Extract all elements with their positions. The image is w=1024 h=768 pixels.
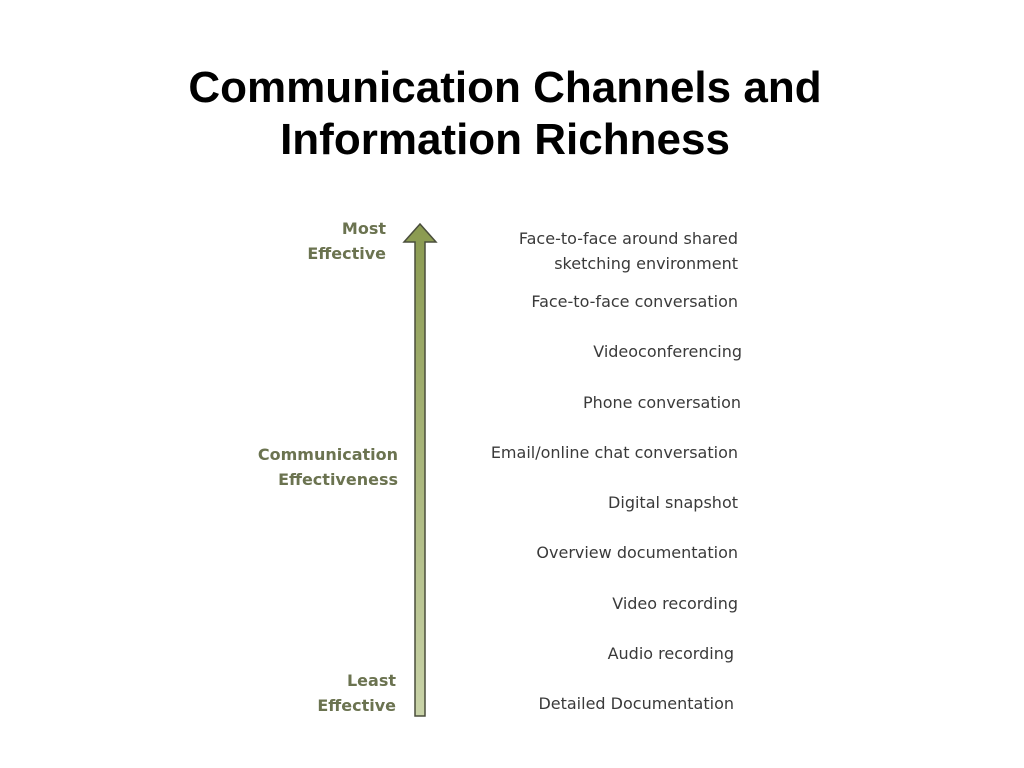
comm-effectiveness-line-2: Effectiveness <box>278 470 398 489</box>
channel-10: Detailed Documentation <box>538 694 734 713</box>
channel-4: Phone conversation <box>582 393 741 412</box>
channel-1-line-1: Face-to-face around shared <box>518 229 738 248</box>
channel-item: Video recording <box>612 591 738 616</box>
channel-item: Digital snapshot <box>608 490 738 515</box>
channel-5: Email/online chat conversation <box>490 443 738 462</box>
slide-title: Communication Channels and Information R… <box>0 62 1010 166</box>
channel-6: Digital snapshot <box>608 493 738 512</box>
channel-item: Videoconferencing <box>593 339 742 364</box>
channel-item: Face-to-face around shared sketching env… <box>519 226 738 276</box>
title-line-1: Communication Channels and <box>188 63 822 112</box>
most-effective-label: Most Effective <box>280 216 386 266</box>
channel-item: Detailed Documentation <box>538 691 734 716</box>
most-effective-line-2: Effective <box>307 244 386 263</box>
communication-effectiveness-label: Communication Effectiveness <box>240 442 398 492</box>
channel-3: Videoconferencing <box>593 342 742 361</box>
channel-item: Email/online chat conversation <box>491 440 738 465</box>
channel-item: Face-to-face conversation <box>531 289 738 314</box>
least-effective-line-1: Least <box>346 671 396 690</box>
up-arrow-icon <box>402 222 438 717</box>
channel-7: Overview documentation <box>536 543 738 562</box>
title-line-2: Information Richness <box>280 115 730 164</box>
channel-2: Face-to-face conversation <box>531 292 738 311</box>
channel-item: Overview documentation <box>536 540 738 565</box>
channel-item: Phone conversation <box>583 390 741 415</box>
least-effective-line-2: Effective <box>317 696 396 715</box>
channel-item: Audio recording <box>608 641 734 666</box>
channel-1-line-2: sketching environment <box>554 254 738 273</box>
most-effective-line-1: Most <box>341 219 386 238</box>
channel-8: Video recording <box>612 594 738 613</box>
least-effective-label: Least Effective <box>290 668 396 718</box>
channel-9: Audio recording <box>607 644 734 663</box>
comm-effectiveness-line-1: Communication <box>257 445 398 464</box>
